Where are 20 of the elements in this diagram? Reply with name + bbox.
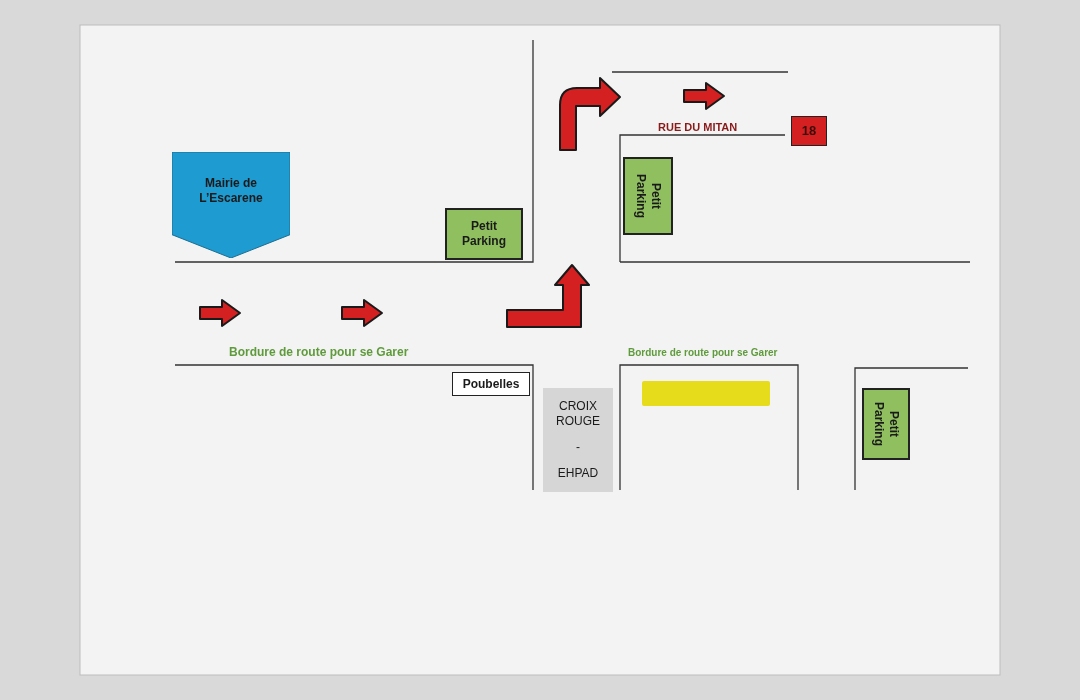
- place-name: -: [576, 440, 580, 455]
- place-name: Petit Parking: [871, 401, 901, 448]
- street-name: RUE DU MITAN: [658, 121, 738, 133]
- place-name: Petit Parking: [633, 173, 663, 220]
- parking-note: Bordure de route pour se Garer: [628, 347, 778, 358]
- place-name: Poubelles: [462, 376, 520, 392]
- parking-box: [445, 208, 523, 260]
- place-name: EHPAD: [557, 466, 599, 481]
- post-office-bar: [642, 381, 770, 406]
- parking-box: [862, 388, 910, 460]
- place-name: CROIX ROUGE: [555, 399, 601, 429]
- building-box: [543, 388, 613, 492]
- place-name: Petit Parking: [461, 219, 507, 249]
- parking-box: [623, 157, 673, 235]
- bins-box: [452, 372, 530, 396]
- parking-note: Bordure de route pour se Garer: [229, 345, 409, 359]
- number-box: [791, 116, 827, 146]
- town-hall-marker: [172, 152, 290, 258]
- place-name: Mairie de L’Escarene: [198, 176, 264, 206]
- place-name: 18: [801, 122, 817, 140]
